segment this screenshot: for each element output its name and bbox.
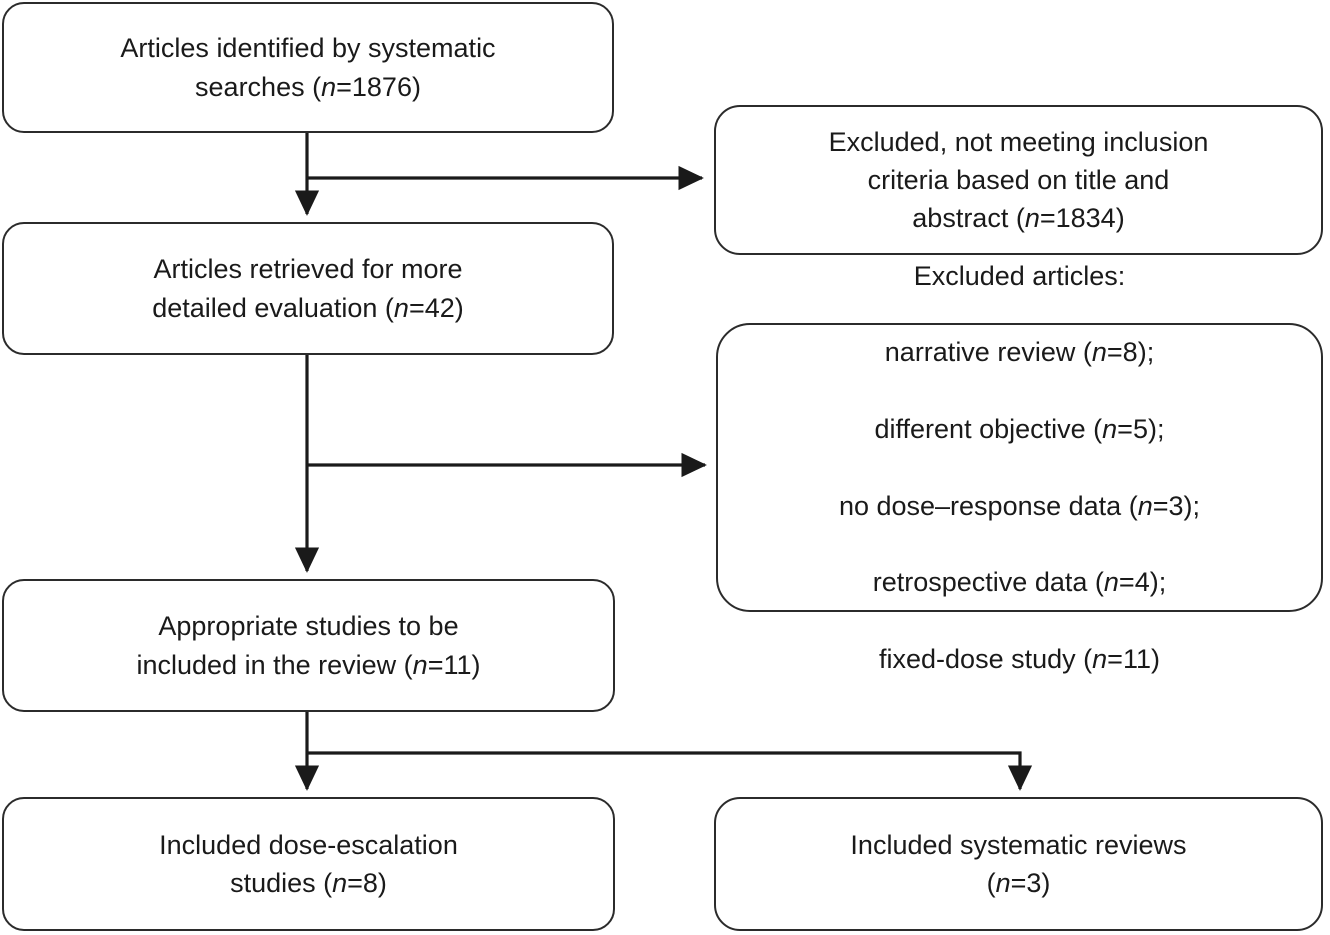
node-appropriate-studies: Appropriate studies to be included in th… [2, 579, 615, 712]
node-included-systematic-reviews: Included systematic reviews (n=3) [714, 797, 1323, 931]
excluded-reason-row: retrospective data (n=4); [872, 567, 1167, 598]
node-excluded-articles: Excluded articles: narrative review (n=8… [716, 261, 1323, 674]
node-articles-retrieved-text: Articles retrieved for more detailed eva… [152, 254, 464, 323]
node-included-dose-escalation: Included dose-escalation studies (n=8) [2, 797, 615, 931]
excluded-articles-heading: Excluded articles: [913, 260, 1126, 291]
node-excluded-title-abstract: Excluded, not meeting inclusion criteria… [714, 105, 1323, 255]
node-articles-identified: Articles identified by systematic search… [2, 2, 614, 133]
excluded-reason-row: narrative review (n=8); [884, 337, 1155, 368]
excluded-reason-row: different objective (n=5); [874, 414, 1165, 445]
node-included-dose-escalation-text: Included dose-escalation studies (n=8) [159, 829, 458, 898]
node-appropriate-studies-text: Appropriate studies to be included in th… [136, 611, 481, 680]
connector-appropriate-to-reviews [307, 751, 1033, 791]
node-excluded-articles-text: Excluded articles: narrative review (n=8… [821, 218, 1218, 716]
excluded-reason-row: no dose–response data (n=3); [838, 490, 1201, 521]
excluded-reason-row: fixed-dose study (n=11) [879, 643, 1160, 674]
node-included-systematic-reviews-text: Included systematic reviews (n=3) [850, 829, 1187, 898]
node-articles-retrieved: Articles retrieved for more detailed eva… [2, 222, 614, 355]
node-excluded-title-abstract-text: Excluded, not meeting inclusion criteria… [828, 126, 1209, 234]
node-articles-identified-text: Articles identified by systematic search… [120, 33, 496, 102]
